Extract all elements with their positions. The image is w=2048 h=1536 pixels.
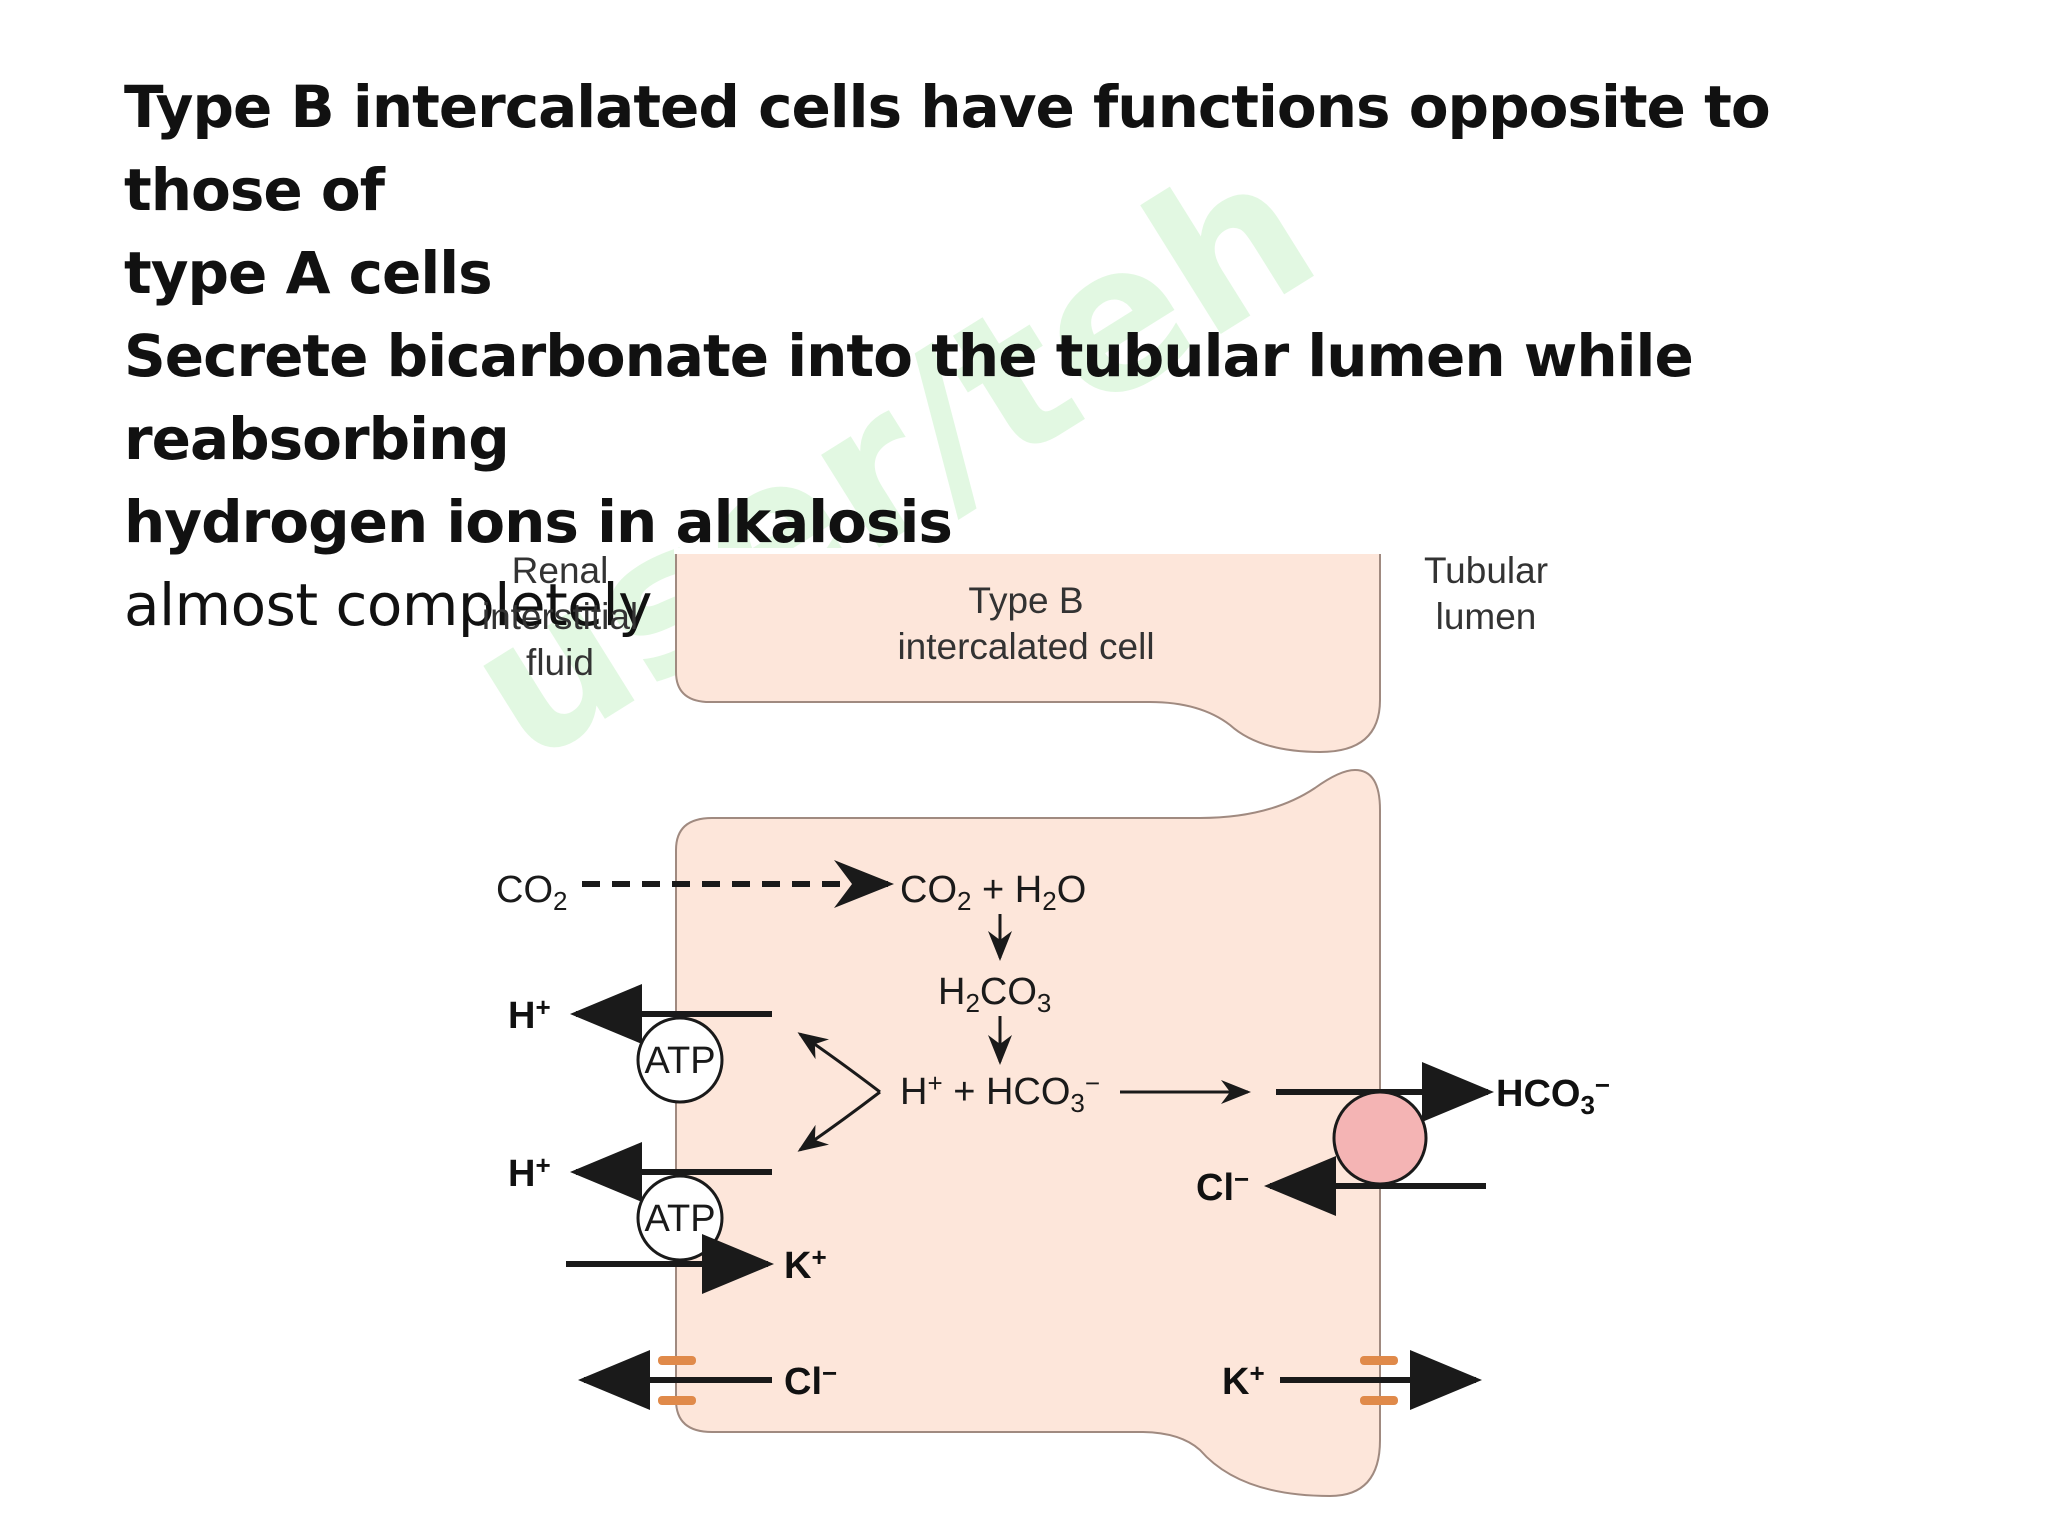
- atp-label-2: ATP: [644, 1198, 715, 1240]
- cl-ion-lumen: Cl−: [1196, 1164, 1249, 1209]
- k-ion-in: K+: [784, 1242, 827, 1287]
- cell-type-label: Type B intercalated cell: [897, 580, 1154, 667]
- cl-hco3-exchanger: [1332, 1090, 1428, 1186]
- svg-text:fluid: fluid: [526, 642, 594, 683]
- svg-text:intercalated cell: intercalated cell: [897, 626, 1154, 667]
- k-channel-top: [1360, 1356, 1398, 1365]
- carbonic-acid: H2CO3: [938, 971, 1051, 1018]
- svg-text:interstitial: interstitial: [482, 596, 638, 637]
- h-branch-arrow-up: [797, 1032, 881, 1094]
- cl-ion-out: Cl−: [784, 1358, 837, 1403]
- reaction-co2-h2o: CO2 + H2O: [900, 869, 1086, 916]
- co2-interstitial: CO2: [496, 869, 567, 916]
- atp-pump-2: [636, 1174, 724, 1262]
- slide-text: Type B intercalated cells have functions…: [124, 66, 1944, 647]
- k-ion-lumen: K+: [1222, 1358, 1265, 1403]
- heading-line-1: Type B intercalated cells have functions…: [124, 73, 1771, 224]
- renal-interstitial-label: Renal interstitial fluid: [482, 550, 638, 683]
- svg-text:Tubular: Tubular: [1424, 550, 1548, 591]
- cl-channel-bottom: [658, 1396, 696, 1405]
- heading-line-2: type A cells: [124, 239, 493, 307]
- cl-channel-top: [658, 1356, 696, 1365]
- heading-line-3: Secrete bicarbonate into the tubular lum…: [124, 322, 1694, 473]
- svg-text:Renal: Renal: [512, 550, 609, 591]
- heading-line-4: hydrogen ions in alkalosis: [124, 488, 953, 556]
- h-plus-bicarbonate: H+ + HCO3−: [900, 1068, 1100, 1118]
- hco3-lumen: HCO3−: [1496, 1070, 1610, 1120]
- atp-pump-1: [636, 1016, 724, 1104]
- main-cell: [675, 768, 1381, 1498]
- svg-text:lumen: lumen: [1436, 596, 1537, 637]
- atp-label-1: ATP: [644, 1040, 715, 1082]
- h-ion-2: H+: [508, 1150, 551, 1195]
- svg-text:Type B: Type B: [968, 580, 1083, 621]
- h-branch-arrow-down: [797, 1090, 881, 1152]
- tubular-lumen-label: Tubular lumen: [1424, 550, 1548, 637]
- k-channel-bottom: [1360, 1396, 1398, 1405]
- h-ion-1: H+: [508, 992, 551, 1037]
- upper-cell: [675, 551, 1381, 754]
